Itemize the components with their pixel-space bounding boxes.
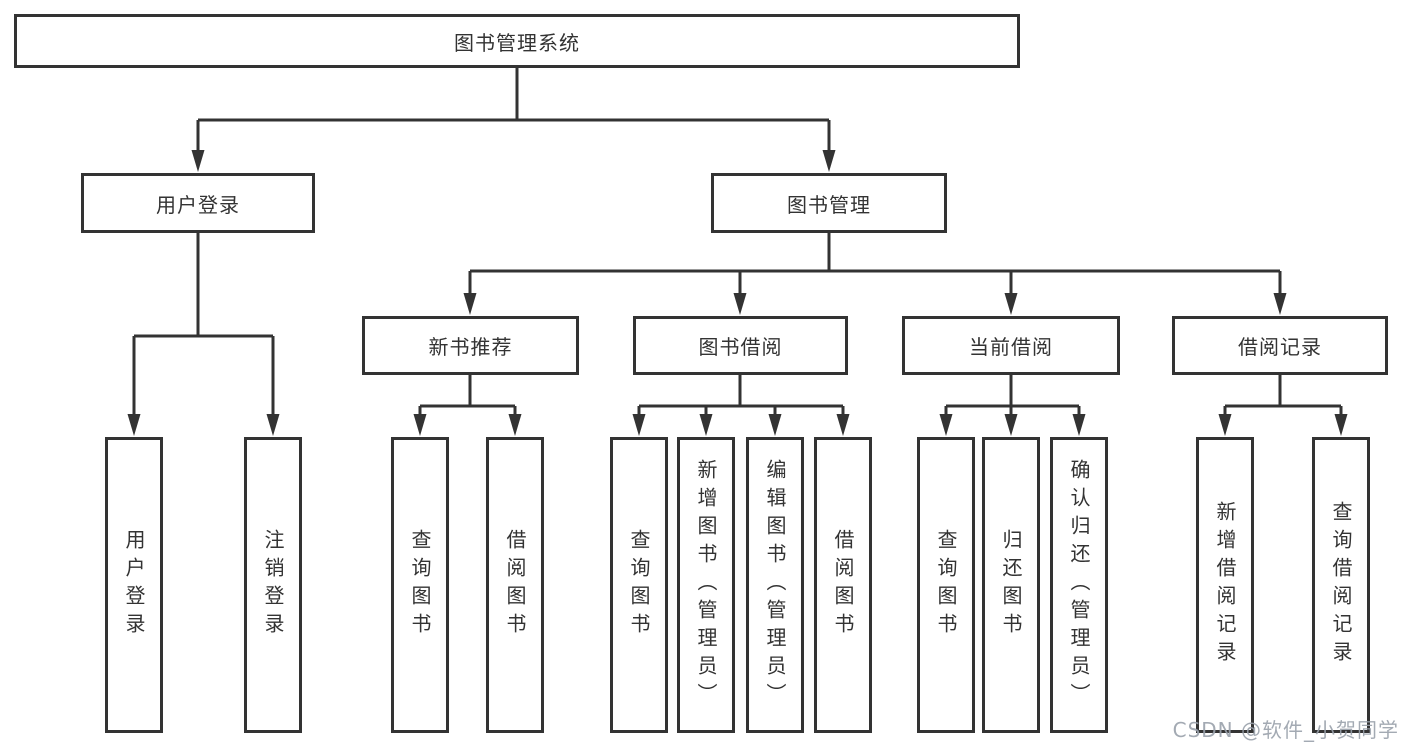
leaf-label: 新增图书（管理员） — [694, 459, 718, 711]
node-current-borrowing: 当前借阅 — [902, 316, 1120, 375]
node-book-borrowing: 图书借阅 — [633, 316, 848, 375]
node-label: 图书管理 — [787, 192, 871, 217]
leaf-edit-books-admin: 编辑图书（管理员） — [746, 437, 804, 733]
leaf-borrow-books: 借阅图书 — [486, 437, 544, 733]
leaf-label: 归还图书 — [999, 529, 1023, 641]
node-book-management: 图书管理 — [711, 173, 947, 233]
node-user-login: 用户登录 — [81, 173, 315, 233]
leaf-label: 新增借阅记录 — [1213, 501, 1237, 669]
leaf-label: 查询借阅记录 — [1329, 501, 1353, 669]
leaf-confirm-return-admin: 确认归还（管理员） — [1050, 437, 1108, 733]
leaf-query-books: 查询图书 — [610, 437, 668, 733]
leaf-query-borrow-record: 查询借阅记录 — [1312, 437, 1370, 733]
leaf-add-borrow-record: 新增借阅记录 — [1196, 437, 1254, 733]
node-label: 借阅记录 — [1238, 335, 1322, 359]
node-new-book-recommend: 新书推荐 — [362, 316, 579, 375]
leaf-label: 编辑图书（管理员） — [763, 459, 787, 711]
leaf-user-login: 用户登录 — [105, 437, 163, 733]
leaf-label: 查询图书 — [408, 529, 432, 641]
node-label: 新书推荐 — [428, 335, 513, 359]
leaf-borrow-books: 借阅图书 — [814, 437, 872, 733]
leaf-query-books: 查询图书 — [391, 437, 449, 733]
leaf-label: 查询图书 — [934, 529, 958, 641]
leaf-add-books-admin: 新增图书（管理员） — [677, 437, 735, 733]
leaf-return-books: 归还图书 — [982, 437, 1040, 733]
csdn-watermark: CSDN @软件_小贺同学 — [1172, 718, 1399, 742]
node-label: 用户登录 — [156, 192, 240, 217]
leaf-label: 确认归还（管理员） — [1067, 459, 1091, 711]
node-borrowing-records: 借阅记录 — [1172, 316, 1388, 375]
leaf-label: 借阅图书 — [831, 529, 855, 641]
node-label: 图书借阅 — [698, 335, 783, 359]
leaf-label: 查询图书 — [627, 529, 651, 641]
node-library-management-system: 图书管理系统 — [14, 14, 1020, 68]
leaf-label: 借阅图书 — [503, 529, 527, 641]
node-label: 当前借阅 — [969, 335, 1053, 359]
leaf-label: 注销登录 — [261, 529, 285, 641]
leaf-label: 用户登录 — [122, 529, 146, 641]
leaf-query-books: 查询图书 — [917, 437, 975, 733]
node-label: 图书管理系统 — [454, 30, 580, 55]
leaf-logout: 注销登录 — [244, 437, 302, 733]
